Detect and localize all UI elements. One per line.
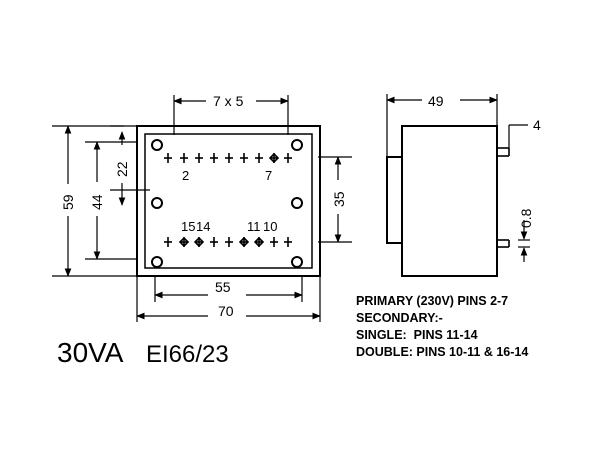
dim-base-label: 55 [215,279,231,295]
pin-active-mark [238,236,250,248]
dim-pitch-label: 7 x 5 [213,93,244,109]
pin-label-7: 7 [265,168,272,183]
pin-label-10: 10 [263,219,277,234]
pin-notes: PRIMARY (230V) PINS 2-7 SECONDARY:- SING… [356,294,528,359]
pin-active-mark [268,152,280,164]
title-rating: 30VA [57,337,124,368]
dim-width-label: 70 [218,303,234,319]
pin-row-bottom [164,236,292,248]
housing-inner [144,133,313,269]
dim-pin-diameter-label: 0.8 [518,208,534,228]
dimension-pin-length [508,124,528,148]
pin-row-top [164,152,292,164]
note-line-primary: PRIMARY (230V) PINS 2-7 [356,294,508,308]
side-body [401,125,498,277]
dimension-pitch [173,95,289,135]
dimension-depth [386,94,498,160]
dimension-row-gap [318,156,352,243]
dimension-edge [110,125,150,206]
pin-label-11: 11 [247,219,261,234]
note-line-single: SINGLE: PINS 11-14 [356,328,478,342]
pin-active-mark [178,236,190,248]
title-core: EI66/23 [146,341,229,368]
dimension-pin-diameter [518,220,530,262]
dim-depth-label: 49 [428,93,444,109]
housing-outline [136,125,321,277]
note-line-double: DOUBLE: PINS 10-11 & 16-14 [356,345,528,359]
pin-label-14: 14 [196,219,210,234]
pin-label-2: 2 [182,168,189,183]
dimension-base [154,276,303,302]
side-view [386,125,510,277]
dim-edge-label: 22 [114,161,130,177]
mounting-hole [151,197,163,209]
mounting-hole [291,256,303,268]
pin-label-15: 15 [181,219,195,234]
dim-row-gap-label: 35 [331,191,347,207]
mounting-hole [151,256,163,268]
front-view [136,125,321,277]
dim-pin-span-label: 44 [89,194,105,210]
dim-pin-length-label: 4 [533,117,541,133]
side-bobbin [386,156,403,244]
dimension-width [136,276,321,322]
mounting-hole [291,139,303,151]
pin-active-mark [193,236,205,248]
dim-height-label: 59 [60,194,76,210]
dimension-pin-span [85,141,137,260]
pin-active-mark [253,236,265,248]
note-line-secondary: SECONDARY:- [356,311,443,325]
mounting-hole [291,197,303,209]
mounting-hole [151,139,163,151]
